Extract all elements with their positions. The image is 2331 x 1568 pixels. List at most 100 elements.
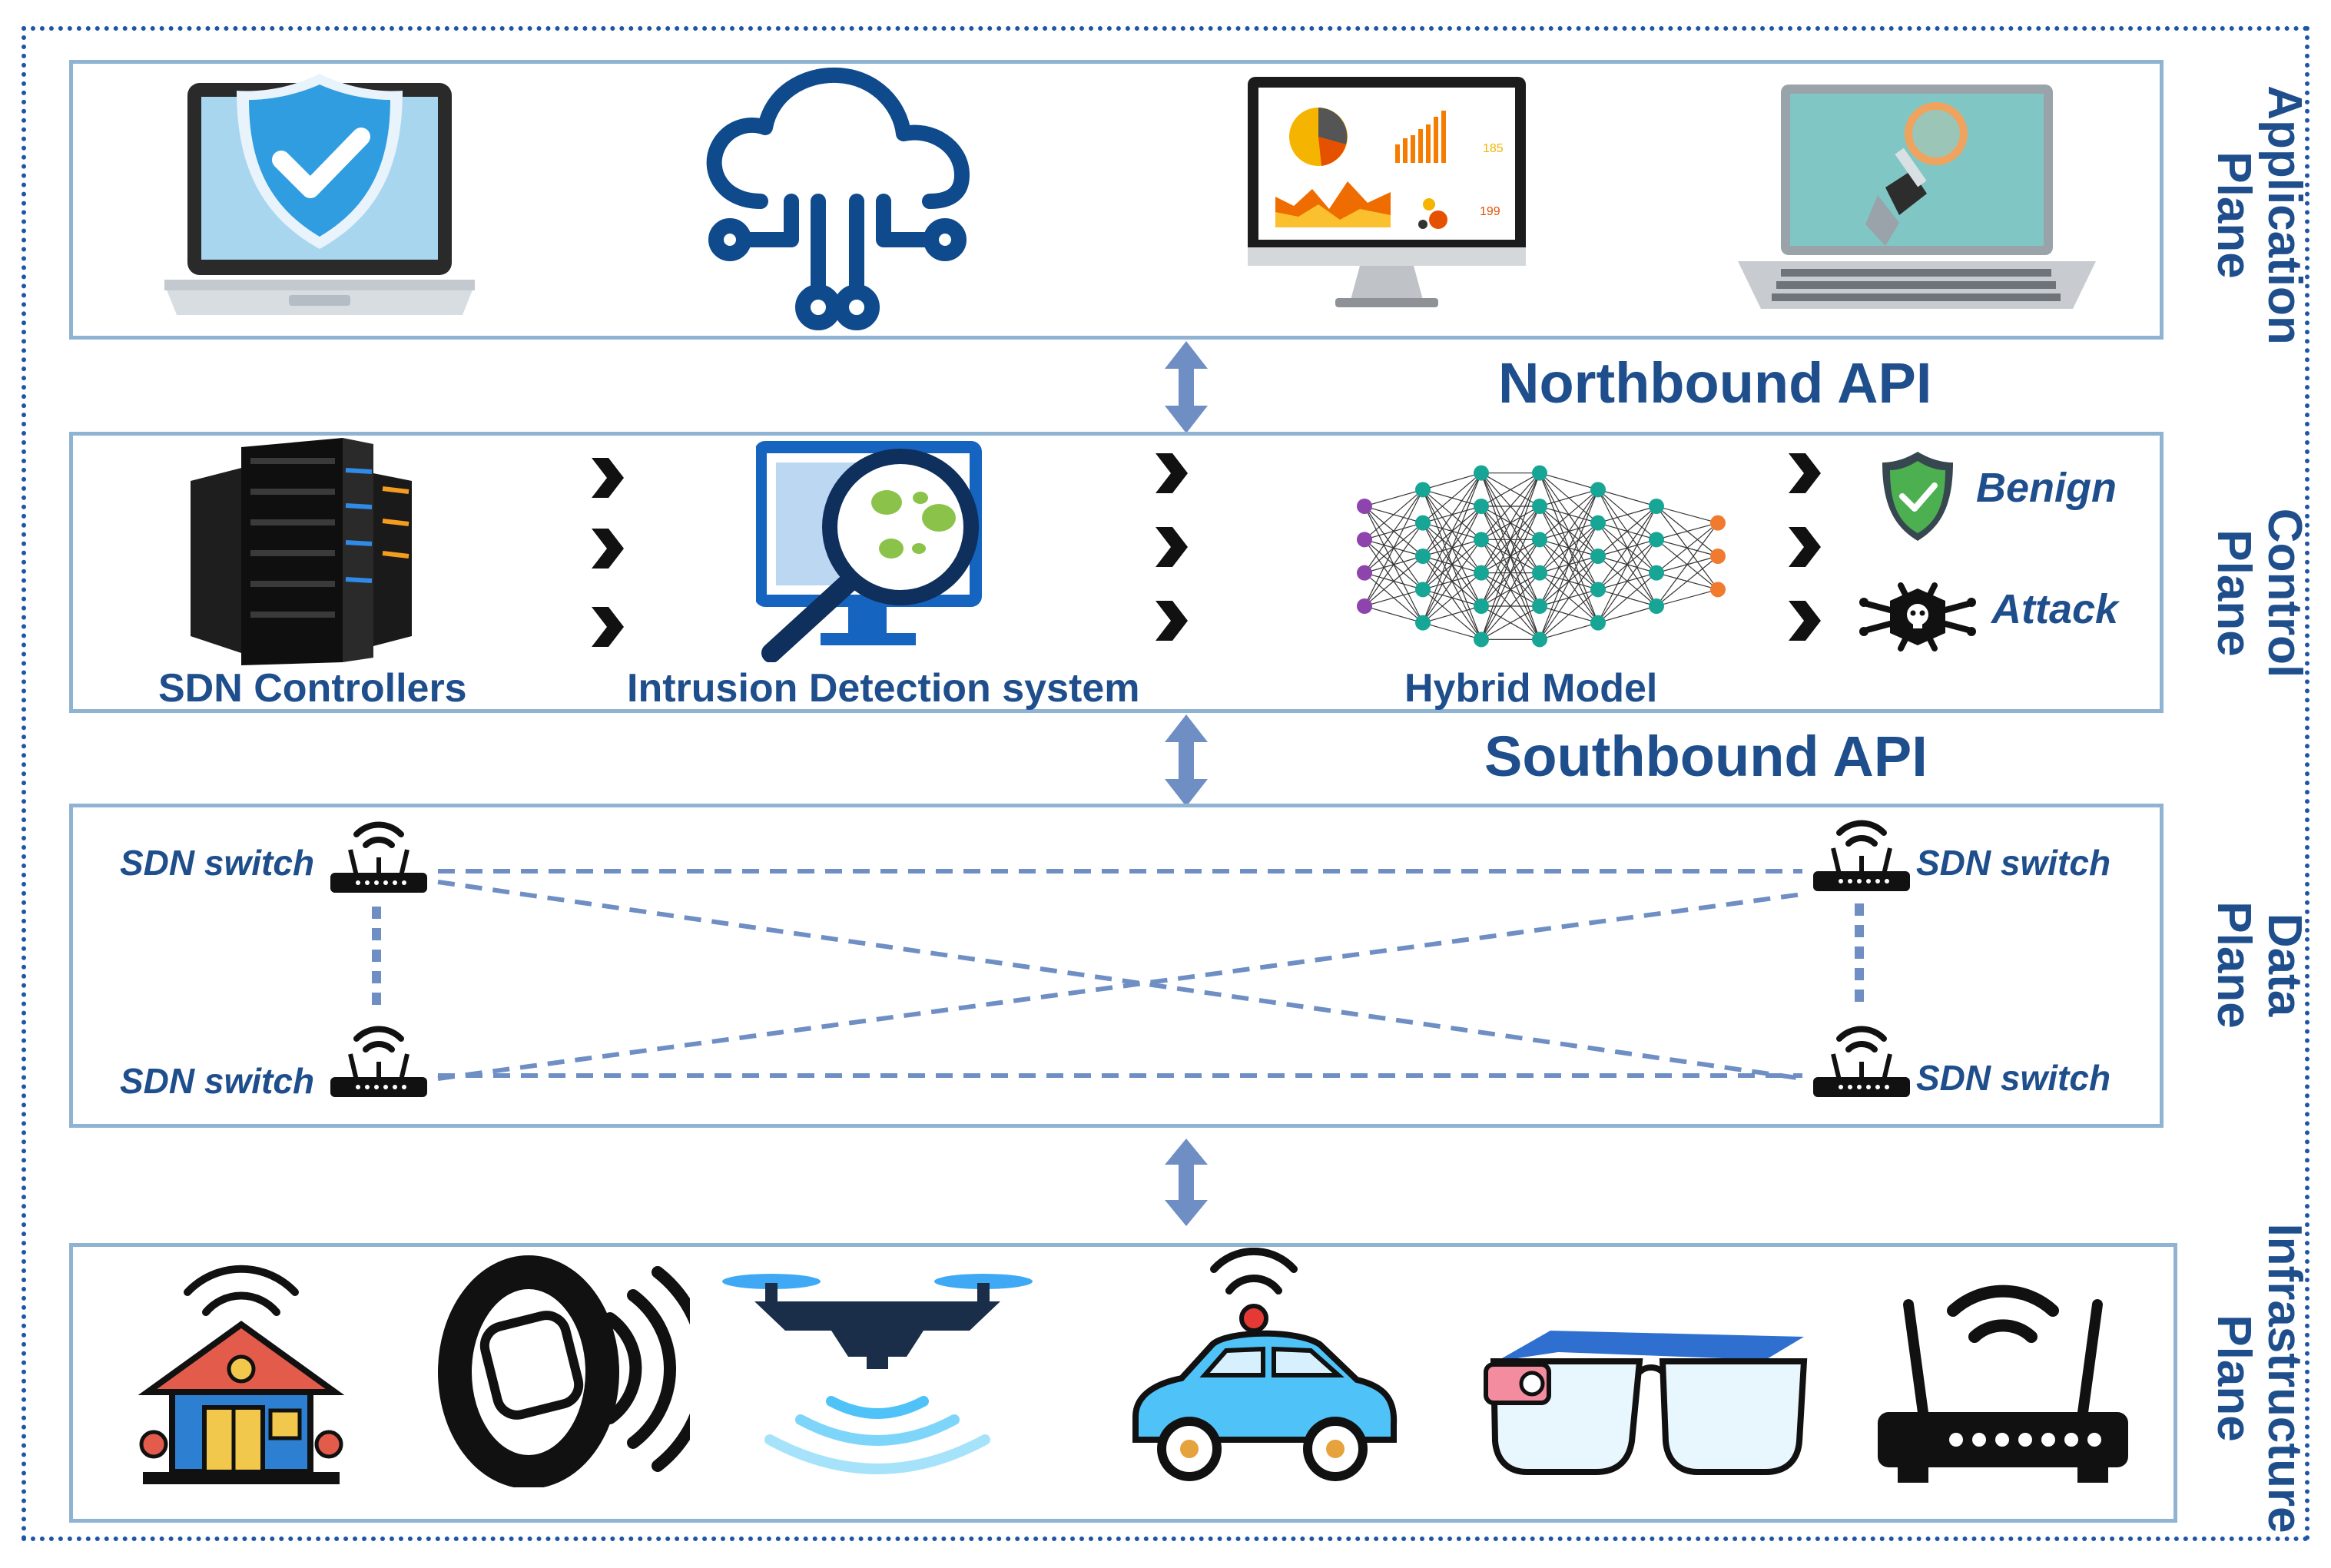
nn-edge [1539,489,1599,574]
nn-node [1649,499,1664,514]
nn-edge [1364,489,1424,607]
nn-node [1532,598,1547,614]
nn-node [1532,632,1547,648]
smartwatch-icon [436,1241,690,1487]
nn-node [1649,565,1664,581]
data-plane-label: Data Plane [2207,819,2311,1111]
nn-node [1710,549,1726,564]
nn-edge [1597,605,1657,624]
nn-edge [1422,622,1482,640]
nn-edge [1480,539,1540,640]
nn-node [1415,582,1431,598]
nn-node [1357,598,1372,614]
nn-node [1532,465,1547,481]
nn-edge [1597,572,1657,624]
nn-edge [1656,522,1719,574]
ids-label: Intrusion Detection system [627,666,1140,711]
nn-edge [1422,472,1482,623]
sdn-switch-icon [326,1016,432,1105]
nn-node [1532,532,1547,548]
nn-edge [1539,489,1599,607]
flow-chevrons-3 [1786,450,1824,650]
nn-edge [1539,489,1599,540]
nn-node [1415,615,1431,631]
hybrid-model-label: Hybrid Model [1404,666,1658,711]
nn-edge [1539,489,1599,507]
nn-node [1710,582,1726,598]
nn-edge [1480,472,1540,607]
nn-edge [1539,489,1599,640]
northbound-arrow [1162,338,1211,436]
nn-edge [1597,506,1657,623]
sdn-switch-icon [1809,1016,1915,1105]
nn-edge [1422,472,1482,590]
nn-edge [1539,588,1599,640]
flow-chevrons-1 [589,455,627,655]
nn-node [1357,499,1372,514]
connected-car-icon [1112,1248,1401,1493]
smart-home-icon [135,1238,347,1487]
dashboard-value-2: 199 [1480,205,1500,218]
nn-node [1532,499,1547,514]
sdn-switch-label: SDN switch [120,1061,315,1101]
nn-edge [1539,522,1599,640]
nn-node [1357,565,1372,581]
nn-edge [1480,472,1540,573]
nn-edge [1364,489,1424,540]
benign-label: Benign [1976,465,2117,511]
nn-edge [1422,472,1482,524]
flow-chevrons-2 [1152,450,1191,650]
nn-node [1474,465,1489,481]
nn-edge [1364,588,1424,607]
nn-node [1474,598,1489,614]
nn-node [1590,549,1606,564]
nn-node [1590,515,1606,531]
diagram-frame [22,26,2309,1541]
nn-edge [1597,506,1657,557]
nn-node [1590,615,1606,631]
sdn-switch-icon [1809,810,1915,899]
nn-edge [1364,522,1424,607]
dashboard-value-1: 185 [1483,142,1504,155]
southbound-arrow [1162,711,1211,810]
nn-edge [1422,572,1482,624]
nn-edge [1597,489,1657,507]
inspection-laptop-icon [1735,80,2099,318]
nn-edge [1480,472,1540,640]
nn-edge [1597,506,1657,524]
nn-node [1649,598,1664,614]
southbound-api-label: Southbound API [1484,724,1928,788]
nn-node [1474,632,1489,648]
sdn-controllers-label: SDN Controllers [158,666,467,711]
nn-edge [1656,522,1719,607]
nn-edge [1656,522,1719,540]
benign-shield-icon [1879,449,1956,544]
nn-edge [1422,472,1482,490]
attack-virus-icon [1859,581,1976,653]
nn-node [1532,565,1547,581]
nn-edge [1422,506,1482,623]
nn-edge [1656,506,1719,524]
wifi-router-icon [1867,1268,2139,1490]
nn-edge [1480,572,1540,640]
server-rack-icon [181,435,435,667]
sdn-switch-label: SDN switch [1916,843,2111,883]
nn-node [1474,532,1489,548]
sdn-switch-label: SDN switch [1916,1058,2111,1098]
nn-node [1415,515,1431,531]
link-diag-1 [437,880,1803,1081]
nn-node [1590,582,1606,598]
infrastructure-arrow [1162,1135,1211,1229]
hybrid-model-network-icon [1352,439,1733,673]
analytics-monitor-icon: 185 199 [1245,74,1529,317]
nn-edge [1597,506,1657,590]
nn-node [1357,532,1372,548]
nn-node [1415,482,1431,498]
nn-edge [1364,489,1424,574]
nn-edge [1422,539,1482,624]
data-plane-text: Data Plane [2207,901,2311,1029]
nn-edge [1539,472,1599,490]
infrastructure-plane-label: Infrastructure Plane [2207,1194,2311,1563]
link-diag-2 [437,892,1803,1081]
